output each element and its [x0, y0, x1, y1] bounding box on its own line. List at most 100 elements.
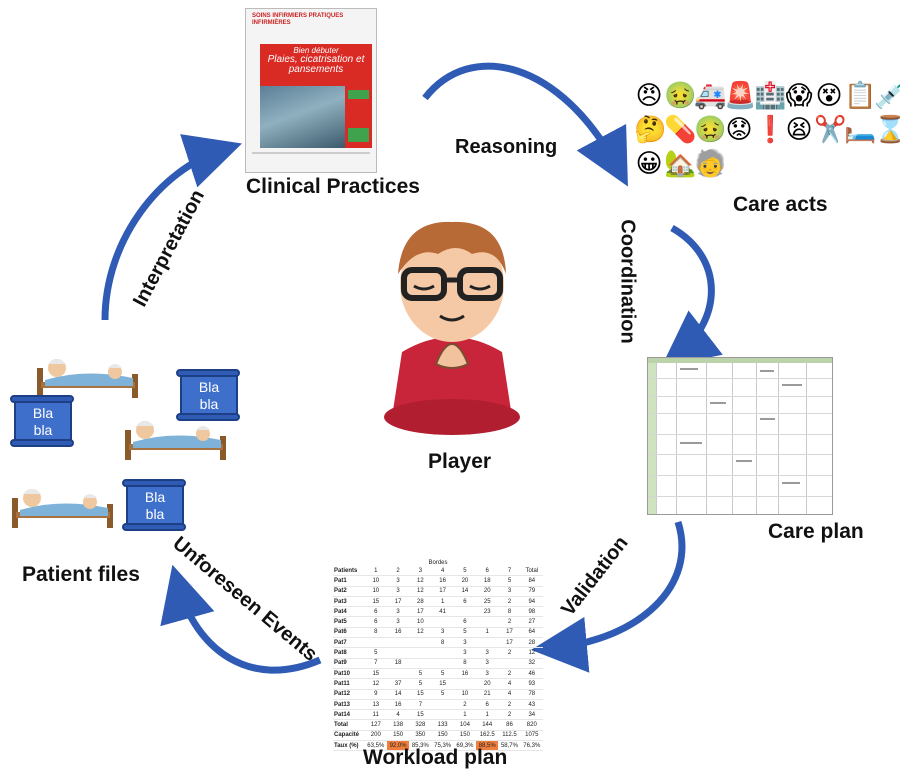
workload-cell: 58,7% [498, 740, 521, 752]
workload-cell: 64 [520, 627, 543, 639]
workload-cell: 2 [498, 668, 521, 680]
workload-cell: 17 [386, 596, 410, 608]
clinical-practices-book-cover: SOINS INFIRMIERS PRATIQUES INFIRMIÈRES B… [245, 8, 377, 173]
workload-cell: 14 [386, 689, 410, 700]
angry-face-icon: 😠 [635, 80, 663, 110]
workload-cell: 20 [476, 678, 499, 690]
workload-cell: 15 [409, 709, 432, 721]
patient-in-bed-icon [37, 359, 138, 398]
workload-row-label: Pat11 [333, 678, 365, 690]
workload-cell [386, 647, 410, 659]
workload-cell: 20 [476, 586, 499, 597]
workload-cell: 3 [386, 606, 410, 618]
tired-face-icon: 😫 [785, 114, 813, 144]
workload-cell: 34 [520, 709, 543, 721]
workload-cell: 5 [431, 668, 454, 680]
workload-cell: 94 [520, 596, 543, 608]
ambulance-icon: 🚑 [694, 80, 727, 110]
workload-cell [476, 616, 499, 628]
workload-cell: 11 [364, 709, 387, 721]
workload-caption: Bordes [428, 560, 448, 566]
workload-cell: 2 [498, 647, 521, 659]
workload-cell: 12 [409, 575, 432, 587]
arrow-validation [531, 520, 686, 673]
workload-cell: 820 [520, 719, 543, 731]
workload-cell [431, 709, 454, 721]
workload-header-cell: Patients [333, 566, 365, 577]
workload-cell: 3 [476, 658, 499, 669]
workload-cell: 2 [498, 699, 521, 711]
workload-row-label: Pat7 [333, 637, 365, 649]
workload-cell: 69,3% [453, 740, 477, 752]
workload-cell: 18 [476, 575, 499, 587]
book-footer-line [252, 152, 370, 154]
workload-cell: 138 [386, 719, 410, 731]
workload-cell: 2 [498, 709, 521, 721]
workload-cell [364, 637, 387, 649]
workload-cell: 3 [498, 586, 521, 597]
workload-cell: 10 [409, 616, 432, 628]
workload-cell: 15 [431, 678, 454, 690]
workload-row-label: Pat13 [333, 699, 365, 711]
book-header: SOINS INFIRMIERS PRATIQUES INFIRMIÈRES [252, 13, 344, 26]
worried-face-icon: 😟 [725, 114, 753, 144]
workload-cell: 5 [409, 668, 432, 680]
workload-cell: 3 [431, 627, 454, 639]
workload-row-label: Pat2 [333, 586, 365, 597]
workload-cell [453, 606, 477, 618]
workload-row-label: Pat4 [333, 606, 365, 618]
label-care-acts: Care acts [733, 193, 828, 216]
thinking-face-icon: 🤔 [634, 114, 667, 144]
workload-cell: 350 [409, 730, 432, 742]
walking-elder-icon: 🧓 [694, 148, 727, 178]
workload-cell: 12 [409, 586, 432, 597]
workload-cell: 144 [476, 719, 499, 731]
workload-cell [409, 637, 432, 649]
scroll-text-1: Bla [32, 405, 54, 421]
workload-header-cell: Total [520, 566, 543, 577]
workload-cell: 16 [386, 627, 410, 639]
workload-cell [498, 658, 521, 669]
siren-icon: 🚨 [724, 80, 757, 110]
scroll-text-1: Bla [198, 379, 220, 395]
workload-cell: 150 [386, 730, 410, 742]
pill-icon: 💊 [664, 114, 697, 144]
workload-cell: 14 [453, 586, 477, 597]
workload-cell: 17 [409, 606, 432, 618]
workload-cell: 5 [498, 575, 521, 587]
workload-header-cell: 4 [431, 566, 454, 577]
book-photo [260, 86, 345, 148]
workload-cell: 1075 [520, 730, 543, 742]
workload-cell: 79 [520, 586, 543, 597]
workload-row-label: Pat10 [333, 668, 365, 680]
workload-cell: 7 [364, 658, 387, 669]
workload-row-label: Pat1 [333, 575, 365, 587]
workload-cell: 7 [409, 699, 432, 711]
hourglass-icon: ⌛ [874, 114, 900, 144]
workload-cell [453, 678, 477, 690]
workload-cell: 3 [453, 647, 477, 659]
workload-cell [431, 658, 454, 669]
arrow-reasoning [422, 62, 628, 187]
scissors-icon: ✂️ [814, 114, 847, 144]
workload-cell: 1 [453, 709, 477, 721]
workload-cell: 12 [520, 647, 543, 659]
workload-cell: 17 [498, 627, 521, 639]
workload-cell: 4 [386, 709, 410, 721]
hospital-icon: 🏥 [754, 80, 787, 110]
workload-cell [409, 647, 432, 659]
workload-cell: 21 [476, 689, 499, 700]
patient-in-bed-icon [12, 489, 113, 528]
workload-cell: 8 [431, 637, 454, 649]
grinning-face-icon: 😀 [635, 148, 663, 178]
workload-cell: 3 [476, 647, 499, 659]
workload-cell: 5 [409, 678, 432, 690]
